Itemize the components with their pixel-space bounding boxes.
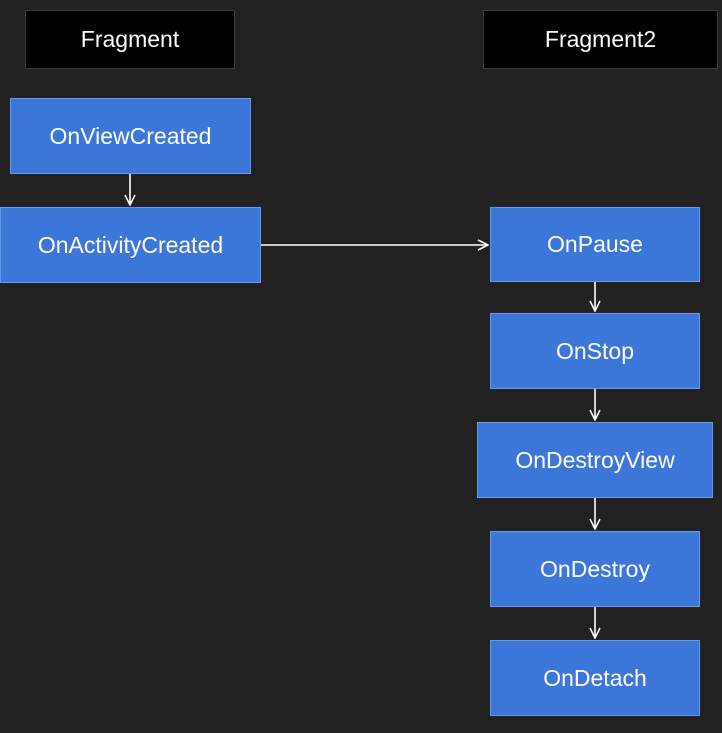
node-on-stop: OnStop bbox=[490, 313, 700, 389]
fragment-header: Fragment bbox=[25, 10, 235, 69]
node-on-view-created: OnViewCreated bbox=[10, 98, 251, 174]
node-on-destroy: OnDestroy bbox=[490, 531, 700, 607]
node-on-activity-created: OnActivityCreated bbox=[0, 207, 261, 283]
node-on-pause: OnPause bbox=[490, 207, 700, 282]
node-on-destroy-view: OnDestroyView bbox=[477, 422, 713, 498]
node-on-detach: OnDetach bbox=[490, 640, 700, 716]
fragment2-header: Fragment2 bbox=[483, 10, 718, 69]
